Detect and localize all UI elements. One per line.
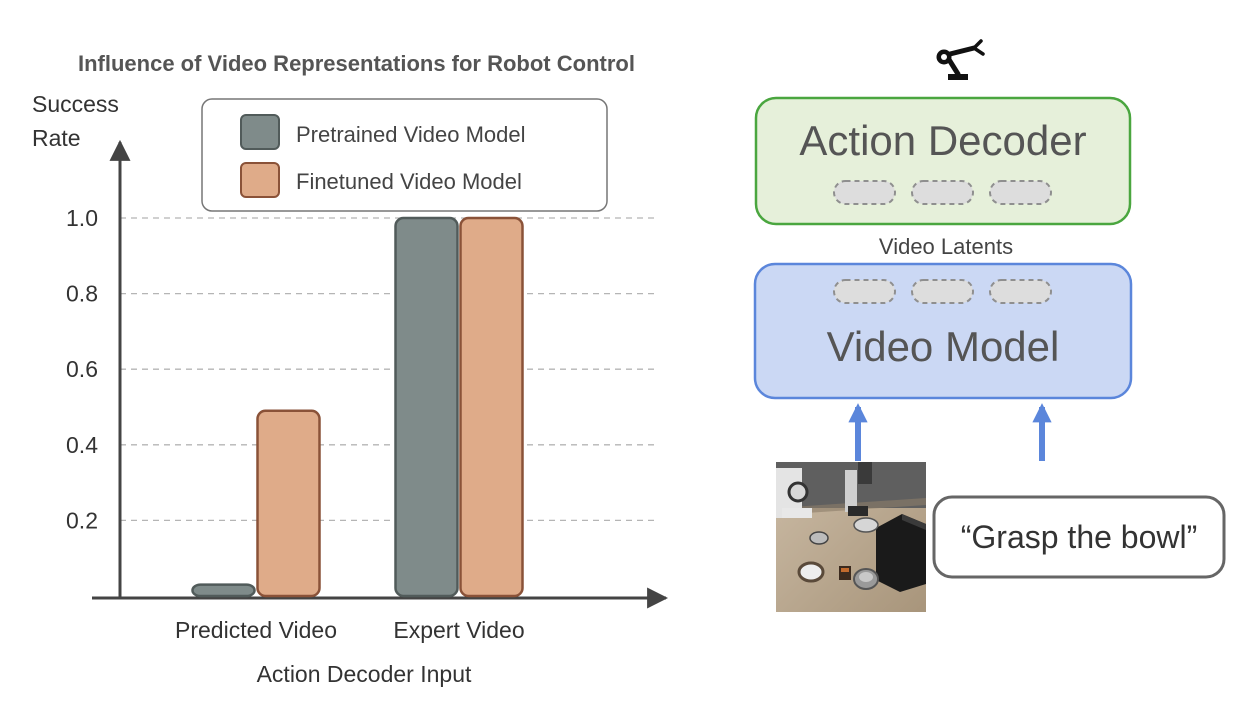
instruction-text: “Grasp the bowl” [961, 519, 1198, 555]
latent-token-pill [833, 180, 896, 205]
grid-lines [120, 217, 656, 522]
bars [191, 216, 524, 598]
latent-token-pill [989, 279, 1052, 304]
legend: Pretrained Video Model Finetuned Video M… [201, 98, 608, 212]
legend-label-pretrained: Pretrained Video Model [296, 122, 526, 147]
latent-token-pill [833, 279, 896, 304]
chart-title: Influence of Video Representations for R… [78, 51, 635, 76]
bar-chart: Influence of Video Representations for R… [32, 51, 669, 687]
y-axis-label-line-1: Success [32, 91, 119, 117]
robot-arm-icon [936, 39, 985, 80]
legend-swatch-finetuned [240, 162, 280, 198]
x-tick-label: Expert Video [393, 617, 524, 643]
latent-token-pill [989, 180, 1052, 205]
bar-finetuned-0 [256, 409, 321, 598]
legend-swatch-pretrained [240, 114, 280, 150]
latent-token-pill [911, 180, 974, 205]
x-tick-label: Predicted Video [175, 617, 337, 643]
robot-scene-image [776, 462, 926, 612]
y-tick-label: 0.8 [66, 281, 98, 307]
y-axis-label-line-2: Rate [32, 125, 81, 151]
bar-finetuned-1 [459, 216, 524, 598]
legend-label-finetuned: Finetuned Video Model [296, 169, 522, 194]
x-axis-label: Action Decoder Input [257, 661, 472, 687]
architecture-diagram: Action Decoder Video Latents Video Model [753, 39, 1226, 612]
legend-box [201, 98, 608, 212]
latent-token-pill [911, 279, 974, 304]
bar-pretrained-1 [394, 216, 459, 598]
x-tick-labels: Predicted Video Expert Video [175, 617, 525, 643]
y-tick-label: 0.6 [66, 356, 98, 382]
y-tick-label: 1.0 [66, 205, 98, 231]
instruction-box [932, 495, 1226, 579]
action-decoder-label: Action Decoder [799, 117, 1086, 164]
video-latents-label: Video Latents [879, 234, 1013, 259]
video-model-label: Video Model [827, 323, 1060, 370]
y-tick-label: 0.2 [66, 507, 98, 533]
bar-pretrained-0 [191, 583, 256, 598]
y-tick-labels: 1.0 0.8 0.6 0.4 0.2 [66, 205, 98, 533]
y-tick-label: 0.4 [66, 432, 98, 458]
